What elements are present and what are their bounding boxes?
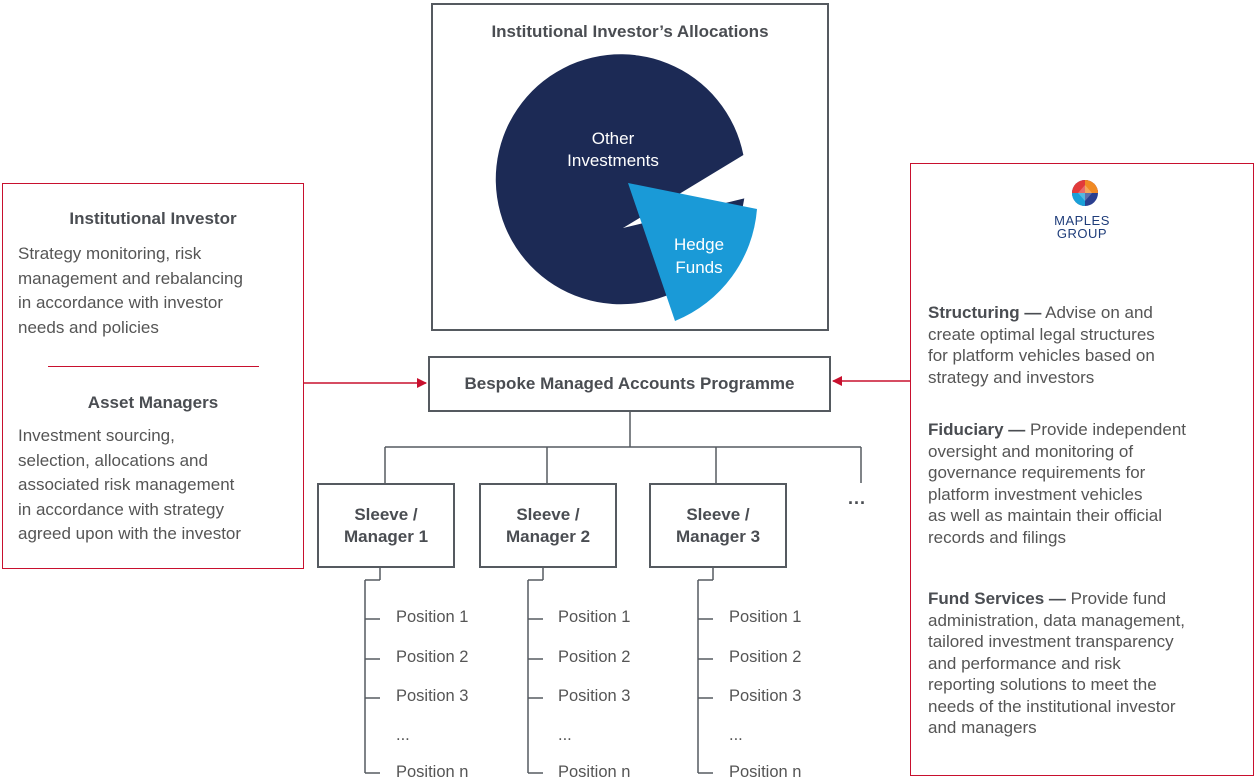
position-item: Position 1	[558, 608, 631, 626]
more-sleeves-ellipsis: ...	[848, 488, 867, 508]
fiduciary-line: Provide independent	[1025, 420, 1186, 439]
sleeve-label: Sleeve /	[686, 504, 750, 524]
managers-description: Investment sourcing, selection, allocati…	[18, 424, 298, 547]
fund-services-line: and managers	[928, 718, 1037, 737]
investor-line: management and rebalancing	[18, 268, 243, 288]
managers-line: agreed upon with the investor	[18, 524, 242, 543]
position-item: Position 2	[729, 648, 802, 666]
fiduciary-line: as well as maintain their official	[928, 506, 1163, 525]
managers-line: selection, allocations and	[18, 450, 208, 470]
hedge-funds-label-1: Hedge	[674, 235, 724, 254]
fund-services-paragraph: Fund Services — Provide fund administrat…	[928, 588, 1248, 739]
sleeve-label: Sleeve /	[516, 504, 580, 524]
position-item: Position 2	[558, 648, 631, 666]
position-item: Position 1	[396, 608, 469, 626]
left-panel: Institutional Investor Strategy monitori…	[2, 183, 304, 569]
position-item: Position n	[558, 763, 631, 781]
managers-line: Investment sourcing,	[18, 426, 175, 445]
maples-logo-icon	[1072, 180, 1098, 206]
allocation-pie-chart: Other Investments Hedge Funds	[495, 54, 757, 321]
structuring-paragraph: Structuring — Advise on and create optim…	[928, 302, 1248, 388]
managers-line: in accordance with strategy	[18, 499, 224, 519]
manager-label: Manager 2	[505, 526, 591, 546]
fiduciary-line: records and filings	[928, 527, 1066, 547]
fund-services-title: Fund Services —	[928, 589, 1066, 608]
fund-services-line: and performance and risk	[928, 653, 1121, 673]
fund-services-line: needs of the institutional investor	[928, 696, 1176, 716]
structuring-line: for platform vehicles based on	[928, 346, 1155, 365]
sleeve-label: Sleeve /	[354, 504, 418, 524]
investor-line: needs and policies	[18, 317, 159, 337]
investor-description: Strategy monitoring, risk management and…	[18, 242, 298, 340]
panel-divider	[48, 366, 259, 367]
position-item: Position 2	[396, 648, 469, 666]
tree-lines	[364, 412, 862, 774]
structuring-title: Structuring —	[928, 303, 1042, 322]
allocations-box: Institutional Investor’s Allocations Oth…	[431, 3, 829, 331]
hedge-funds-label-2: Funds	[675, 258, 722, 277]
fiduciary-paragraph: Fiduciary — Provide independent oversigh…	[928, 419, 1248, 548]
managers-line: associated risk management	[18, 475, 235, 494]
fund-services-line: Provide fund	[1065, 589, 1167, 608]
pie-slice-hedge-funds	[628, 183, 757, 321]
manager-label: Manager 1	[343, 526, 429, 546]
structuring-line: Advise on and	[1041, 303, 1153, 322]
fiduciary-title: Fiduciary —	[928, 420, 1026, 439]
other-investments-label-1: Other	[592, 129, 635, 148]
sleeve-manager-1: Sleeve /Manager 1	[317, 483, 455, 568]
investor-line: in accordance with investor	[18, 293, 224, 312]
fiduciary-line: platform investment vehicles	[928, 484, 1143, 504]
position-item: ...	[729, 726, 743, 744]
fund-services-line: reporting solutions to meet the	[928, 675, 1157, 694]
position-item: Position 3	[396, 687, 469, 705]
sleeve-manager-2: Sleeve /Manager 2	[479, 483, 617, 568]
fund-services-line: administration, data management,	[928, 610, 1186, 630]
programme-box: Bespoke Managed Accounts Programme	[428, 356, 831, 412]
logo-line-1: MAPLES	[1054, 213, 1110, 228]
position-item: Position n	[729, 763, 802, 781]
right-panel: MAPLES GROUP Structuring — Advise on and…	[910, 163, 1254, 776]
investor-line: Strategy monitoring, risk	[18, 244, 202, 263]
position-item: Position 3	[558, 687, 631, 705]
other-investments-label-2: Investments	[567, 151, 659, 170]
position-item: ...	[396, 726, 410, 744]
position-item: Position 1	[729, 608, 802, 626]
fiduciary-line: governance requirements for	[928, 463, 1146, 482]
allocations-title: Institutional Investor’s Allocations	[491, 22, 769, 41]
fund-services-line: tailored investment transparency	[928, 632, 1174, 651]
maples-logo-text: MAPLES GROUP	[911, 214, 1253, 240]
manager-label: Manager 3	[675, 526, 761, 546]
investor-heading: Institutional Investor	[69, 209, 237, 228]
position-item: Position n	[396, 763, 469, 781]
managers-heading: Asset Managers	[87, 393, 219, 412]
structuring-line: strategy and investors	[928, 367, 1095, 387]
position-item: Position 3	[729, 687, 802, 705]
position-item: ...	[558, 726, 572, 744]
logo-line-2: GROUP	[1056, 226, 1108, 241]
fiduciary-line: oversight and monitoring of	[928, 441, 1134, 461]
sleeve-manager-3: Sleeve /Manager 3	[649, 483, 787, 568]
programme-label: Bespoke Managed Accounts Programme	[464, 374, 795, 393]
structuring-line: create optimal legal structures	[928, 324, 1155, 344]
